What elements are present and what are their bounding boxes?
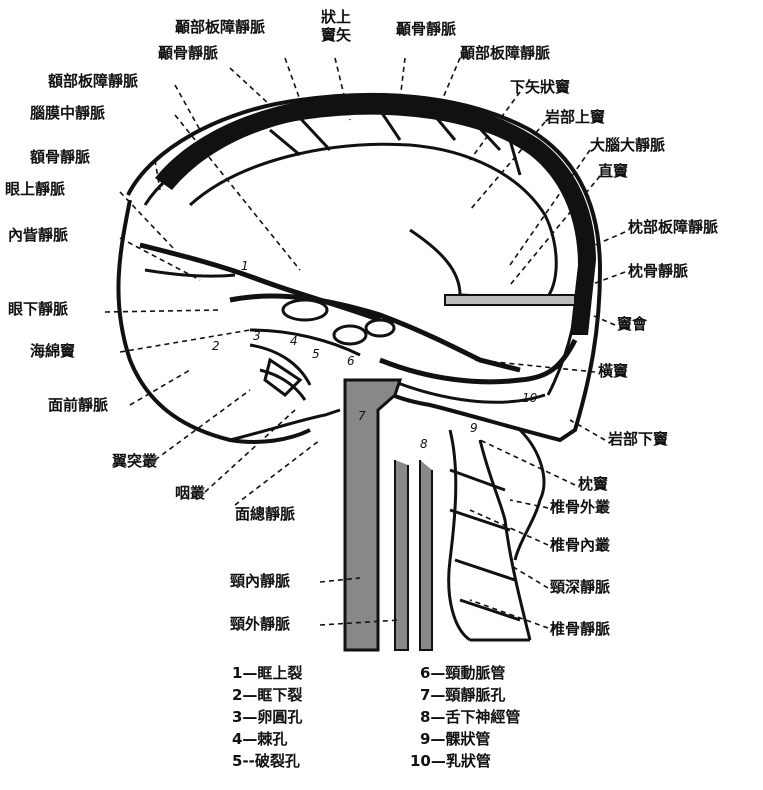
legend-item-10: 10—乳狀管: [410, 750, 491, 772]
label-occipital-sinus: 枕竇: [578, 475, 608, 493]
legend-item-4: 4—棘孔: [232, 728, 287, 750]
label-common-facial: 面總靜脈: [235, 505, 295, 523]
facial-vein: [118, 200, 310, 442]
legend-item-3: 3—卵圓孔: [232, 706, 302, 728]
label-inferior-ophthalmic: 眼下靜脈: [8, 300, 68, 318]
label-middle-meningeal: 腦膜中靜脈: [30, 104, 105, 122]
number-1: 1: [241, 259, 249, 273]
number-3: 3: [253, 329, 261, 343]
number-4: 4: [290, 334, 298, 348]
label-external-vertebral: 椎骨外叢: [550, 498, 610, 516]
legend-item-8: 8—舌下神經管: [420, 706, 520, 728]
label-internal-vertebral: 椎骨內叢: [550, 536, 610, 554]
label-anterior-facial: 面前靜脈: [48, 396, 108, 414]
label-inferior-petrosal: 岩部下竇: [608, 430, 668, 448]
legend-item-2: 2—眶下裂: [232, 684, 302, 706]
label-transverse-sinus: 橫竇: [598, 362, 628, 380]
label-superior-ophthalmic: 眼上靜脈: [5, 180, 65, 198]
label-external-jugular: 頸外靜脈: [230, 615, 290, 633]
label-pterygoid-plexus: 翼突叢: [112, 452, 157, 470]
label-occipital-diploic: 枕部板障靜脈: [628, 218, 718, 236]
label-temporal-bone-vein-a: 顳骨靜脈: [158, 44, 218, 62]
label-straight-sinus: 直竇: [598, 162, 628, 180]
pterygoid-plexus-vessel: [250, 345, 310, 400]
label-vertebral-vein: 椎骨靜脈: [550, 620, 610, 638]
label-inner-vein: 內眥靜脈: [8, 226, 68, 244]
label-frontal-bone-vein: 額骨靜脈: [30, 148, 90, 166]
legend-item-5: 5--破裂孔: [232, 750, 300, 772]
label-occipital-bone-vein: 枕骨靜脈: [628, 262, 688, 280]
number-7: 7: [358, 409, 366, 423]
number-9: 9: [470, 421, 478, 435]
label-cavernous-sinus: 海綿竇: [30, 342, 75, 360]
label-internal-jugular: 頸內靜脈: [230, 572, 290, 590]
label-temporal-bone-vein-b: 顳骨靜脈: [396, 20, 456, 38]
label-frontal-diploic: 額部板障靜脈: [48, 72, 138, 90]
label-temporal-diploic-a: 顳部板障靜脈: [175, 18, 265, 36]
number-6: 6: [347, 354, 355, 368]
label-great-cerebral-vein: 大腦大靜脈: [590, 136, 665, 154]
legend-item-7: 7—頸靜脈孔: [420, 684, 505, 706]
legend-item-6: 6—頸動脈管: [420, 662, 505, 684]
external-jugular-vessel: [395, 460, 408, 650]
label-pharyngeal-plexus: 咽叢: [175, 484, 205, 502]
common-facial-vessel: [230, 410, 340, 440]
legend-item-9: 9—髁狀管: [420, 728, 490, 750]
internal-jugular-vessel: [345, 380, 400, 650]
label-inferior-sagittal-sinus: 下矢狀竇: [510, 78, 570, 96]
vertebral-plexus-vessel: [449, 430, 530, 640]
label-deep-cervical: 頸深靜脈: [550, 578, 610, 596]
label-temporal-diploic-b: 顳部板障靜脈: [460, 44, 550, 62]
number-10: 10: [522, 391, 538, 405]
label-superior-petrosal: 岩部上竇: [545, 108, 605, 126]
label-sagittal-sinus: 狀上 竇矢: [318, 8, 354, 44]
number-2: 2: [212, 339, 220, 353]
number-8: 8: [420, 437, 428, 451]
label-confluence: 竇會: [617, 315, 647, 333]
legend-item-1: 1—眶上裂: [232, 662, 302, 684]
number-5: 5: [312, 347, 320, 361]
